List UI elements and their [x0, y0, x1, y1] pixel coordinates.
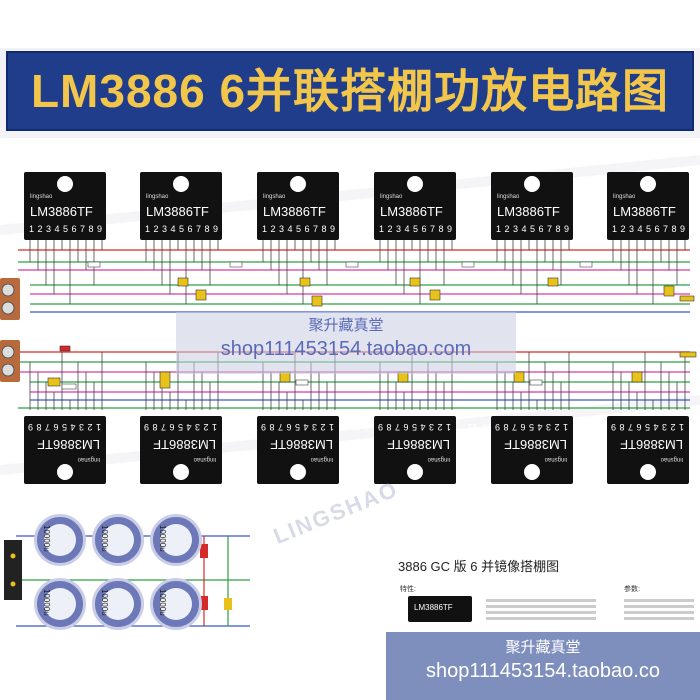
amp-chip-top-4: lingshao LM3886TF 1 2 3 4 5 6 7 8 9 10 1… [374, 172, 480, 240]
mounting-hole [524, 176, 540, 192]
mounting-hole [640, 464, 656, 480]
capacitor-label: 10000u [42, 589, 51, 616]
chip-model: LM3886TF [620, 437, 683, 452]
chip-model: LM3886TF [380, 204, 443, 219]
chip-brand: lingshao [146, 194, 169, 200]
bottom-pin-wires [29, 352, 686, 410]
chip-pin-numbers: 1 2 3 4 5 6 7 8 9 10 11 [0, 422, 101, 432]
chip-brand: lingshao [497, 194, 520, 200]
amp-chip-bottom-6: lingshao LM3886TF 1 2 3 4 5 6 7 8 9 10 1… [583, 416, 689, 484]
capacitor-label: 10000u [158, 589, 167, 616]
background-texture [0, 155, 700, 475]
chip-model: LM3886TF [613, 204, 676, 219]
watermark-band-bottom [386, 632, 700, 700]
chip-pin-numbers: 1 2 3 4 5 6 7 8 9 10 11 [612, 224, 700, 234]
capacitor-label: 10000u [42, 525, 51, 552]
param-text-lines [624, 596, 694, 623]
gc-chip-model: LM3886TF [414, 603, 453, 612]
chip-brand: lingshao [77, 456, 100, 462]
chip-model: LM3886TF [146, 204, 209, 219]
chip-pin-numbers: 1 2 3 4 5 6 7 8 9 10 11 [350, 422, 451, 432]
mounting-hole [173, 176, 189, 192]
watermark-shop-url-bottom: shop111453154.taobao.co [426, 660, 660, 682]
mounting-hole [640, 176, 656, 192]
chip-pin-numbers: 1 2 3 4 5 6 7 8 9 10 11 [145, 224, 246, 234]
top-rails [18, 249, 690, 313]
chip-pin-numbers: 1 2 3 4 5 6 7 8 9 10 11 [29, 224, 130, 234]
chip-pin-numbers: 1 2 3 4 5 6 7 8 9 10 11 [496, 224, 597, 234]
chip-model: LM3886TF [387, 437, 450, 452]
chip-brand: lingshao [310, 456, 333, 462]
title-banner [6, 51, 694, 131]
capacitor: 10000u [34, 578, 86, 630]
capacitor: 10000u [150, 578, 202, 630]
amp-chip-bottom-3: lingshao LM3886TF 1 2 3 4 5 6 7 8 9 10 1… [233, 416, 339, 484]
capacitor-label: 10000u [158, 525, 167, 552]
watermark-band [176, 312, 516, 374]
features-label: 特性: [400, 586, 416, 593]
chip-pin-numbers: 1 2 3 4 5 6 7 8 9 10 11 [233, 422, 334, 432]
amp-chip-top-6: lingshao LM3886TF 1 2 3 4 5 6 7 8 9 10 1… [607, 172, 700, 240]
page-title: LM3886 6并联搭棚功放电路图 [30, 65, 670, 117]
chip-model: LM3886TF [37, 437, 100, 452]
mounting-hole [290, 176, 306, 192]
mounting-hole [407, 176, 423, 192]
chip-model: LM3886TF [30, 204, 93, 219]
capacitor: 10000u [150, 514, 202, 566]
top-components [87, 261, 695, 307]
chip-model: LM3886TF [270, 437, 333, 452]
chip-pin-numbers: 1 2 3 4 5 6 7 8 9 10 11 [583, 422, 684, 432]
mounting-hole [524, 464, 540, 480]
amp-chip-top-3: lingshao LM3886TF 1 2 3 4 5 6 7 8 9 10 1… [257, 172, 363, 240]
chip-brand: lingshao [660, 456, 683, 462]
speaker-icon-bottom [0, 340, 20, 382]
chip-pin-numbers: 1 2 3 4 5 6 7 8 9 10 11 [467, 422, 568, 432]
chip-brand: lingshao [427, 456, 450, 462]
gc-chip-image: LM3886TF [408, 596, 472, 622]
capacitor: 10000u [34, 514, 86, 566]
amp-chip-top-1: lingshao LM3886TF 1 2 3 4 5 6 7 8 9 10 1… [24, 172, 130, 240]
amp-chip-top-5: lingshao LM3886TF 1 2 3 4 5 6 7 8 9 10 1… [491, 172, 597, 240]
amp-chip-bottom-2: lingshao LM3886TF 1 2 3 4 5 6 7 8 9 10 1… [116, 416, 222, 484]
speaker-icon-top [0, 278, 20, 320]
filter-resistors [200, 544, 232, 610]
params-label: 参数: [624, 586, 640, 593]
chip-pin-numbers: 1 2 3 4 5 6 7 8 9 10 11 [116, 422, 217, 432]
chip-brand: lingshao [193, 456, 216, 462]
spec-text-lines [486, 596, 596, 623]
capacitor-label: 10000u [100, 589, 109, 616]
mounting-hole [290, 464, 306, 480]
chip-model: LM3886TF [504, 437, 567, 452]
chip-brand: lingshao [30, 194, 53, 200]
mounting-hole [407, 464, 423, 480]
amp-chip-top-2: lingshao LM3886TF 1 2 3 4 5 6 7 8 9 10 1… [140, 172, 246, 240]
capacitor-label: 10000u [100, 525, 109, 552]
bottom-components [47, 345, 697, 390]
chip-model: LM3886TF [263, 204, 326, 219]
bridge-rectifier [4, 540, 22, 600]
mounting-hole [57, 176, 73, 192]
capacitor-bank: 10000u 10000u 10000u 10000u 10000u 10000… [34, 514, 204, 644]
amp-chip-bottom-5: lingshao LM3886TF 1 2 3 4 5 6 7 8 9 10 1… [467, 416, 573, 484]
chip-pin-numbers: 1 2 3 4 5 6 7 8 9 10 11 [379, 224, 480, 234]
chip-brand: lingshao [544, 456, 567, 462]
chip-brand: lingshao [613, 194, 636, 200]
chip-pin-numbers: 1 2 3 4 5 6 7 8 9 10 11 [262, 224, 363, 234]
top-pin-wires [29, 240, 686, 304]
capacitor: 10000u [92, 578, 144, 630]
gc-section-title: 3886 GC 版 6 并镜像搭棚图 [398, 559, 560, 574]
mounting-hole [173, 464, 189, 480]
chip-model: LM3886TF [153, 437, 216, 452]
watermark-shop-name-bottom: 聚升藏真堂 [505, 639, 581, 656]
chip-brand: lingshao [263, 194, 286, 200]
amp-chip-bottom-1: lingshao LM3886TF 1 2 3 4 5 6 7 8 9 10 1… [0, 416, 106, 484]
watermark-shop-name: 聚升藏真堂 [308, 317, 384, 334]
watermark-shop-url: shop111453154.taobao.com [220, 338, 472, 360]
amp-chip-bottom-4: lingshao LM3886TF 1 2 3 4 5 6 7 8 9 10 1… [350, 416, 456, 484]
chip-brand: lingshao [380, 194, 403, 200]
chip-model: LM3886TF [497, 204, 560, 219]
mounting-hole [57, 464, 73, 480]
capacitor: 10000u [92, 514, 144, 566]
